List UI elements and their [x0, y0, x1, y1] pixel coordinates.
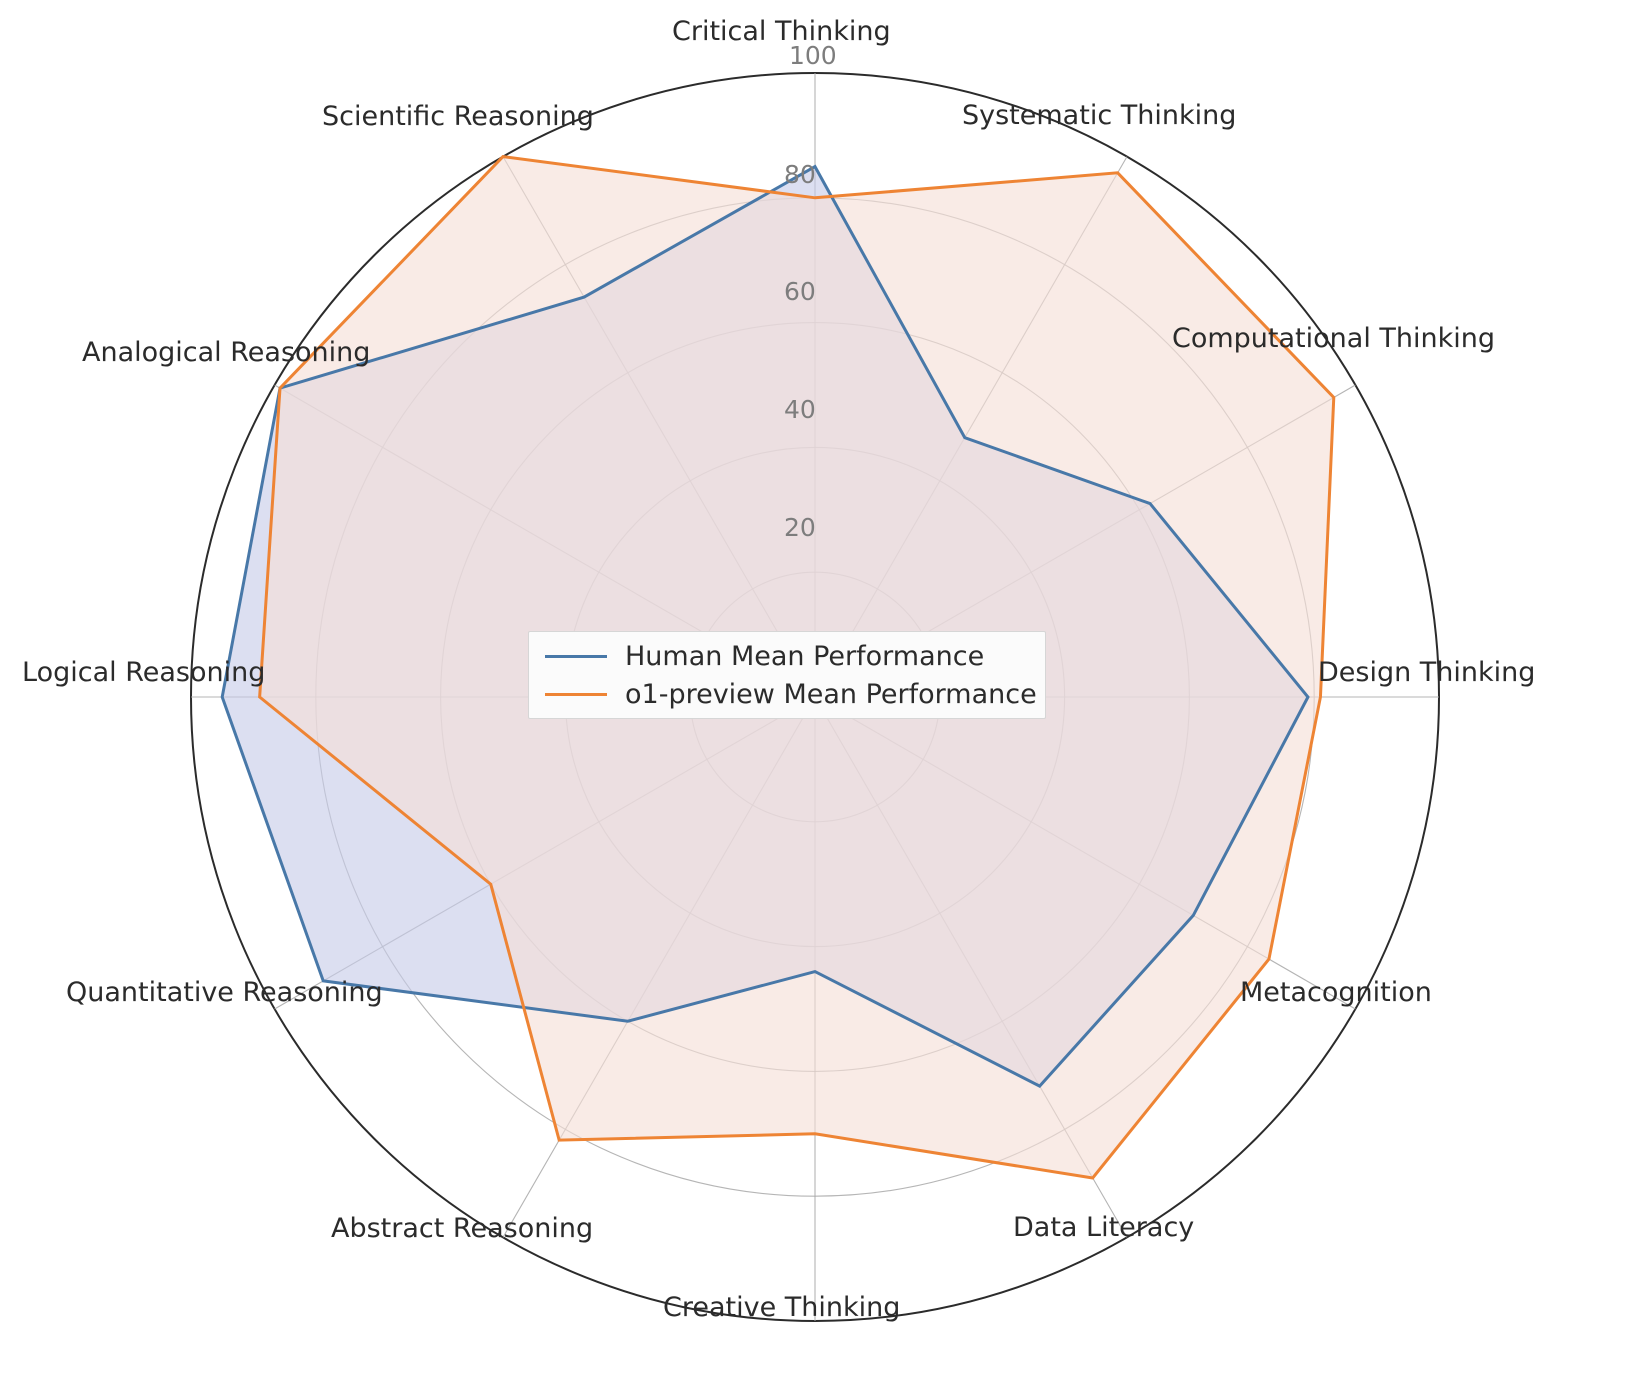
axis-label-computational-thinking: Computational Thinking — [1172, 323, 1496, 354]
radial-tick-60: 60 — [784, 277, 816, 306]
axis-label-scientific-reasoning: Scientific Reasoning — [322, 101, 594, 132]
axis-label-quantitative-reasoning: Quantitative Reasoning — [66, 977, 383, 1008]
radial-tick-80: 80 — [784, 160, 816, 189]
legend-label-human: Human Mean Performance — [625, 640, 985, 672]
legend-label-o1-preview: o1-preview Mean Performance — [625, 678, 1037, 710]
axis-label-data-literacy: Data Literacy — [1013, 1212, 1195, 1243]
legend-swatch-o1-preview — [545, 692, 607, 696]
radial-tick-20: 20 — [784, 513, 816, 542]
axis-label-metacognition: Metacognition — [1240, 977, 1432, 1008]
legend-item-o1-preview[interactable]: o1-preview Mean Performance — [545, 675, 1037, 713]
axis-label-logical-reasoning: Logical Reasoning — [22, 657, 266, 688]
axis-label-abstract-reasoning: Abstract Reasoning — [331, 1213, 594, 1244]
radial-tick-40: 40 — [784, 395, 816, 424]
series-line-o1-preview — [258, 155, 1336, 1180]
axis-label-design-thinking: Design Thinking — [1318, 657, 1536, 688]
legend-swatch-human — [545, 654, 607, 658]
axis-label-analogical-reasoning: Analogical Reasoning — [82, 337, 371, 368]
axis-label-critical-thinking: Critical Thinking — [672, 16, 891, 47]
legend-item-human[interactable]: Human Mean Performance — [545, 637, 1029, 675]
axis-label-systematic-thinking: Systematic Thinking — [962, 100, 1237, 131]
axis-label-creative-thinking: Creative Thinking — [663, 1292, 901, 1323]
radial-tick-100: 100 — [789, 41, 837, 70]
legend: Human Mean Performance o1-preview Mean P… — [528, 631, 1046, 719]
